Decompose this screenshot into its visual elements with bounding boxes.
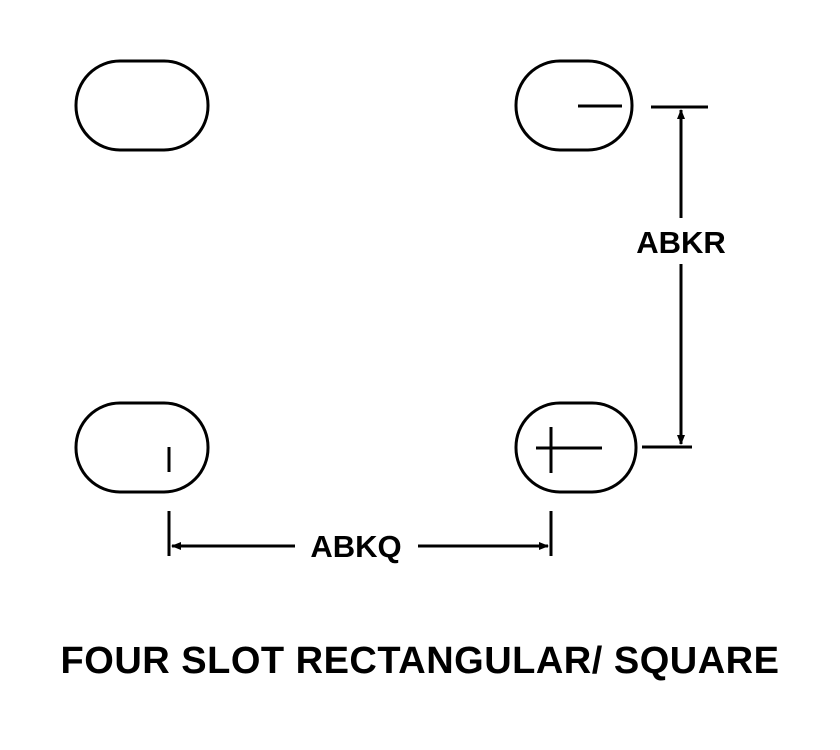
dimension-label-abkr: ABKR	[636, 225, 726, 260]
slot-top-left	[74, 59, 210, 152]
slot-bottom-right	[514, 401, 638, 494]
slot-top-right	[514, 59, 634, 152]
slot-bottom-left	[74, 401, 210, 494]
diagram-caption: FOUR SLOT RECTANGULAR/ SQUARE	[60, 640, 780, 682]
dimension-label-abkq: ABKQ	[310, 529, 401, 564]
